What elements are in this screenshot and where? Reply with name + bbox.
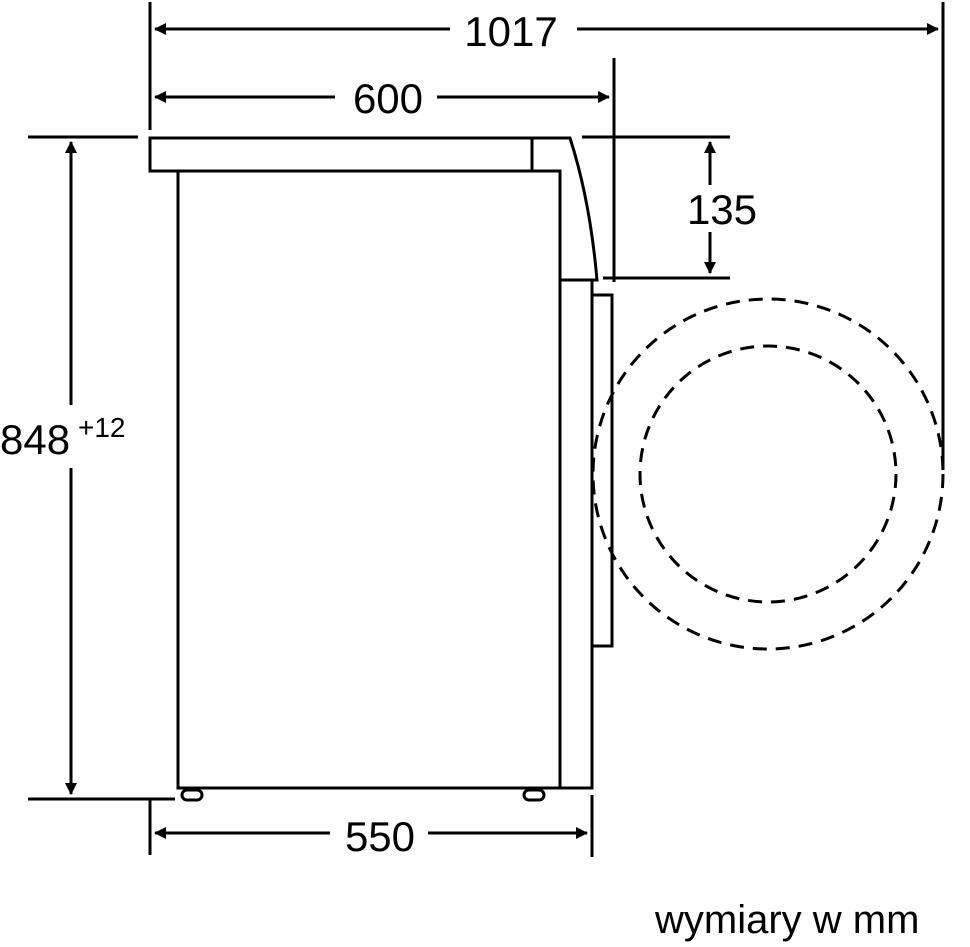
door-outer-swing bbox=[591, 297, 945, 651]
dim-135: 135 bbox=[687, 186, 757, 233]
dim-550: 550 bbox=[345, 813, 415, 860]
cabinet bbox=[176, 169, 562, 790]
foot-left bbox=[180, 788, 204, 802]
units-caption: wymiary w mm bbox=[655, 898, 920, 942]
dim-600: 600 bbox=[353, 75, 423, 122]
door bbox=[590, 293, 614, 648]
dim-848: 848 bbox=[0, 416, 70, 463]
control-panel bbox=[532, 136, 599, 282]
foot-right bbox=[522, 788, 546, 802]
dim-1017: 1017 bbox=[464, 8, 557, 55]
worktop bbox=[148, 136, 534, 173]
front-panel bbox=[558, 278, 594, 790]
dim-848-tolerance: +12 bbox=[78, 412, 126, 443]
door-inner-swing bbox=[638, 344, 898, 604]
